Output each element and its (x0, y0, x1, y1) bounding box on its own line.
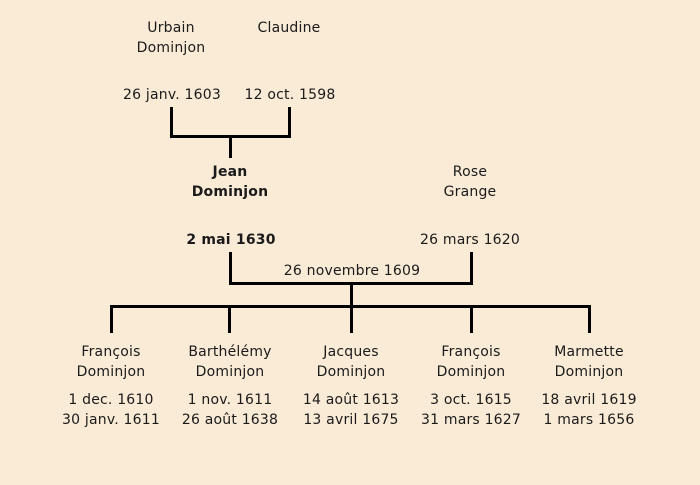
connector-child-2-drop (228, 308, 231, 333)
grandmother-date: 12 oct. 1598 (244, 87, 336, 103)
mother-name: Rose Grange (444, 162, 497, 202)
child-4-dates: 3 oct. 1615 31 mars 1627 (421, 390, 521, 430)
child-3-birth-date: 14 août 1613 (302, 392, 400, 408)
connector-child-1-drop (110, 308, 113, 333)
marriage-date: 26 novembre 1609 (283, 263, 421, 279)
child-3: Jacques Dominjon 14 août 1613 13 avril 1… (303, 342, 399, 430)
mother-name-line-2: Grange (443, 184, 497, 200)
child-5: Marmette Dominjon 18 avril 1619 1 mars 1… (541, 342, 636, 430)
child-2-death-date: 26 août 1638 (181, 412, 279, 428)
father-name-line-2: Dominjon (191, 184, 269, 200)
child-1-name-line-1: François (81, 344, 141, 360)
mother-name-line-1: Rose (452, 164, 488, 180)
child-4: François Dominjon 3 oct. 1615 31 mars 16… (421, 342, 521, 430)
child-4-name-line-1: François (441, 344, 501, 360)
connector-siblings-horizontal (110, 305, 591, 308)
child-2-dates: 1 nov. 1611 26 août 1638 (182, 390, 278, 430)
child-2-birth-date: 1 nov. 1611 (187, 392, 273, 408)
child-5-death-date: 1 mars 1656 (543, 412, 635, 428)
child-4-name-line-2: Dominjon (436, 364, 506, 380)
child-5-name-line-2: Dominjon (554, 364, 624, 380)
child-2-name: Barthélémy Dominjon (182, 342, 278, 382)
grandfather-date: 26 janv. 1603 (123, 87, 221, 103)
child-3-name-line-1: Jacques (323, 344, 379, 360)
connector-child-4-drop (470, 308, 473, 333)
connector-marriage-horizontal (229, 282, 473, 285)
connector-child-3-drop (350, 308, 353, 333)
father-date: 2 mai 1630 (186, 232, 276, 248)
child-3-death-date: 13 avril 1675 (303, 412, 399, 428)
connector-grandmother-vertical (288, 107, 291, 137)
child-5-name: Marmette Dominjon (541, 342, 636, 382)
father-name: Jean Dominjon (192, 162, 269, 202)
child-1: François Dominjon 1 dec. 1610 30 janv. 1… (62, 342, 160, 430)
child-1-birth-date: 1 dec. 1610 (68, 392, 154, 408)
grandfather-name: Urbain Dominjon (137, 18, 206, 58)
grandmother-name-line-1: Claudine (257, 20, 321, 36)
child-5-dates: 18 avril 1619 1 mars 1656 (541, 390, 636, 430)
child-1-name-line-2: Dominjon (76, 364, 146, 380)
child-1-name: François Dominjon (62, 342, 160, 382)
connector-child-5-drop (588, 308, 591, 333)
child-2: Barthélémy Dominjon 1 nov. 1611 26 août … (182, 342, 278, 430)
mother-date: 26 mars 1620 (419, 232, 521, 248)
grandfather-name-line-2: Dominjon (136, 40, 206, 56)
connector-grandparents-drop (229, 137, 232, 158)
grandmother-name: Claudine (258, 18, 321, 38)
connector-father-vertical (229, 252, 232, 285)
child-3-name: Jacques Dominjon (303, 342, 399, 382)
child-1-dates: 1 dec. 1610 30 janv. 1611 (62, 390, 160, 430)
child-2-name-line-2: Dominjon (195, 364, 265, 380)
child-1-death-date: 30 janv. 1611 (62, 412, 160, 428)
connector-grandparents-horizontal (170, 135, 291, 138)
child-3-dates: 14 août 1613 13 avril 1675 (303, 390, 399, 430)
connector-grandfather-vertical (170, 107, 173, 137)
child-5-name-line-1: Marmette (554, 344, 624, 360)
connector-marriage-drop (350, 285, 353, 307)
child-4-name: François Dominjon (421, 342, 521, 382)
connector-mother-vertical (470, 252, 473, 285)
child-2-name-line-1: Barthélémy (188, 344, 272, 360)
child-4-birth-date: 3 oct. 1615 (430, 392, 512, 408)
grandfather-name-line-1: Urbain (147, 20, 195, 36)
child-5-birth-date: 18 avril 1619 (541, 392, 637, 408)
child-3-name-line-2: Dominjon (316, 364, 386, 380)
child-4-death-date: 31 mars 1627 (420, 412, 522, 428)
father-name-line-1: Jean (212, 164, 248, 180)
